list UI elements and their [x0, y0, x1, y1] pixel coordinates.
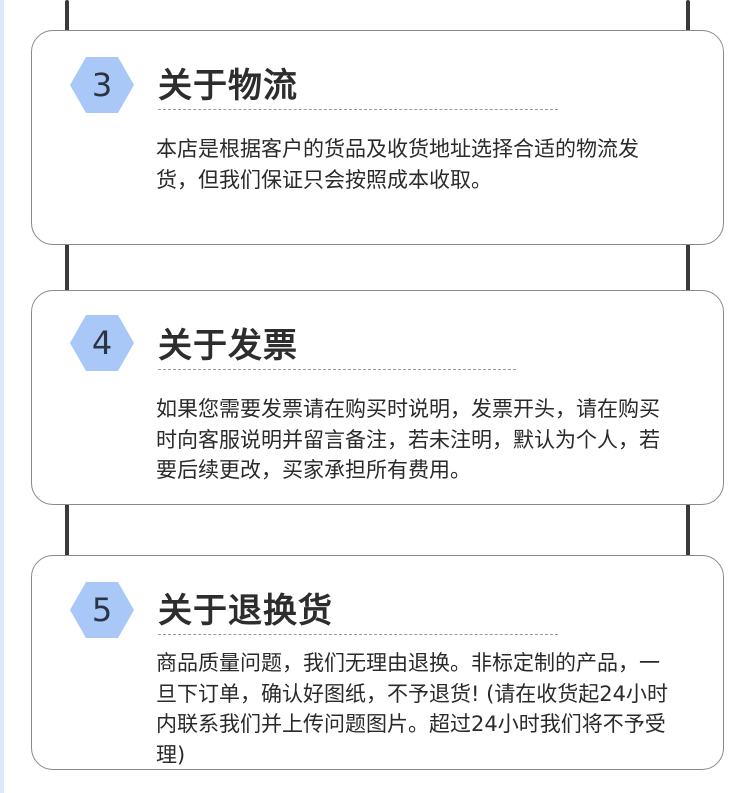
left-accent-bar: [0, 0, 4, 793]
section-number: 5: [91, 591, 113, 629]
section-title: 关于物流: [158, 66, 298, 106]
rope-mid-left-2: [65, 495, 69, 567]
section-title: 关于退换货: [158, 591, 333, 631]
rope-top-left: [65, 0, 69, 42]
section-card-logistics: 3 关于物流 本店是根据客户的货品及收货地址选择合适的物流发货，但我们保证只会按…: [31, 30, 724, 245]
section-number-badge: 5: [70, 582, 134, 638]
section-number: 3: [91, 66, 113, 104]
rope-top-right: [686, 0, 690, 42]
section-number-badge: 3: [70, 57, 134, 113]
section-card-invoice: 4 关于发票 如果您需要发票请在购买时说明，发票开头，请在购买时向客服说明并留言…: [31, 290, 724, 505]
rope-mid-right-2: [686, 495, 690, 567]
section-body: 本店是根据客户的货品及收货地址选择合适的物流发货，但我们保证只会按照成本收取。: [156, 137, 639, 192]
section-body: 商品质量问题，我们无理由退换。非标定制的产品，一旦下订单，确认好图纸，不予退货!…: [156, 651, 669, 767]
section-body: 如果您需要发票请在购买时说明，发票开头，请在购买时向客服说明并留言备注，若未注明…: [156, 397, 660, 482]
section-title: 关于发票: [158, 326, 298, 366]
title-underline: [158, 634, 558, 635]
section-number-badge: 4: [70, 315, 134, 371]
title-underline: [158, 369, 516, 370]
title-underline: [158, 109, 558, 110]
section-card-returns: 5 关于退换货 商品质量问题，我们无理由退换。非标定制的产品，一旦下订单，确认好…: [31, 555, 724, 770]
rope-mid-right-1: [686, 230, 690, 302]
rope-mid-left-1: [65, 230, 69, 302]
section-number: 4: [91, 324, 113, 362]
